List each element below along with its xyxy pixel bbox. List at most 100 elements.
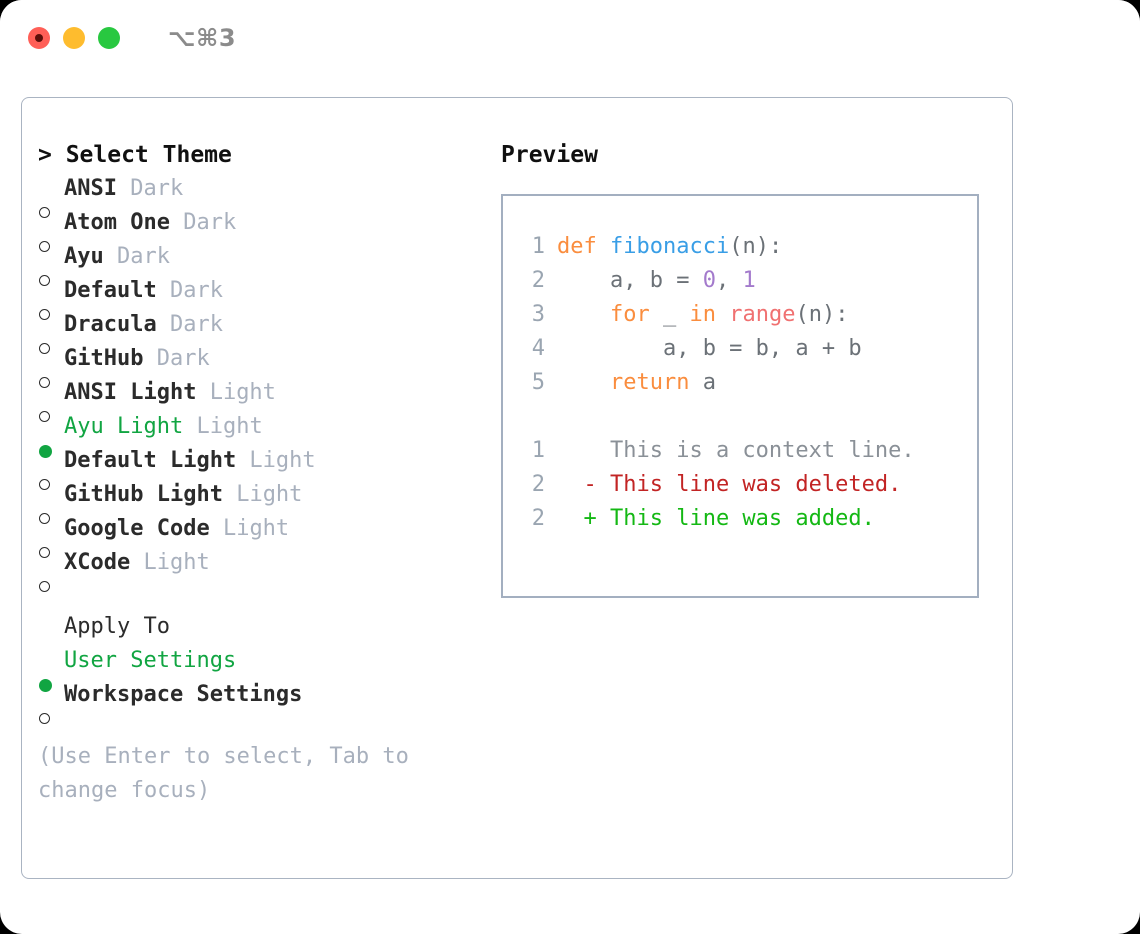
code-diff-separator <box>503 400 977 434</box>
code-line: 3 for _ in range(n): <box>503 298 977 332</box>
line-number: 1 <box>531 234 545 259</box>
code-line-text: a, b = b, a + b <box>557 332 862 366</box>
theme-option-name: GitHub <box>64 346 144 371</box>
code-line: 5 return a <box>503 366 977 400</box>
diff-line: 2 - This line was deleted. <box>503 468 977 502</box>
code-token-plain: (n): <box>729 234 783 259</box>
code-token-fn: fibonacci <box>610 234 730 259</box>
line-number: 2 <box>531 268 545 293</box>
select-theme-header: > Select Theme <box>38 142 232 168</box>
code-line-text: def fibonacci(n): <box>557 230 782 264</box>
apply-to-option-name: User Settings <box>64 648 237 673</box>
theme-option-name: Default Light <box>64 448 237 473</box>
line-number: 4 <box>531 336 545 361</box>
theme-option-google-code[interactable]: Google Code Light <box>38 512 478 558</box>
traffic-light-buttons <box>28 27 120 49</box>
code-token-builtin: range <box>729 302 796 327</box>
line-number: 2 <box>531 472 545 497</box>
theme-option-default[interactable]: Default Dark <box>38 274 478 320</box>
theme-option-kind: Dark <box>156 278 223 303</box>
code-line: 1 def fibonacci(n): <box>503 230 977 264</box>
code-token-plain: a, b = <box>557 268 703 293</box>
zoom-button[interactable] <box>98 27 120 49</box>
code-token-plain: (n): <box>795 302 849 327</box>
theme-option-kind: Dark <box>103 244 170 269</box>
theme-option-name: Dracula <box>64 312 157 337</box>
code-token-num: 0 <box>702 268 716 293</box>
theme-option-xcode[interactable]: XCode Light <box>38 546 478 592</box>
theme-option-kind: Light <box>222 482 303 507</box>
diff-line-text: + This line was added. <box>557 506 875 531</box>
theme-option-name: ANSI Light <box>64 380 197 405</box>
theme-option-kind: Dark <box>169 210 237 235</box>
code-line: 2 a, b = 0, 1 <box>503 264 977 298</box>
diff-sample: 1 This is a context line.2 - This line w… <box>503 434 977 536</box>
theme-option-kind: Dark <box>156 312 223 337</box>
apply-to-option-workspace-settings[interactable]: Workspace Settings <box>38 678 478 724</box>
code-token-kw: for <box>609 302 650 327</box>
code-token-plain: , <box>715 268 743 293</box>
theme-option-kind: Light <box>236 448 316 473</box>
theme-option-name: XCode <box>64 550 131 575</box>
keyboard-hint-text: (Use Enter to select, Tab to change focu… <box>38 744 409 803</box>
theme-option-atom-one[interactable]: Atom One Dark <box>38 206 478 252</box>
theme-option-kind: Dark <box>116 176 184 201</box>
diff-line: 1 This is a context line. <box>503 434 977 468</box>
code-token-plain: _ <box>649 302 690 327</box>
line-number: 3 <box>531 302 545 327</box>
minimize-button[interactable] <box>63 27 85 49</box>
theme-option-github[interactable]: GitHub Dark <box>38 342 478 388</box>
theme-option-name: Ayu <box>64 244 104 269</box>
section-spacer <box>38 580 478 610</box>
line-number: 1 <box>531 438 545 463</box>
theme-option-name: GitHub Light <box>64 482 223 507</box>
code-token-plain <box>716 302 729 327</box>
code-token-kw: return <box>609 370 690 395</box>
theme-option-ansi[interactable]: ANSI Dark <box>38 172 478 218</box>
code-line-text: for _ in range(n): <box>557 298 848 332</box>
code-token-plain: a, b = b, a + b <box>557 336 862 361</box>
line-number: 2 <box>531 506 545 531</box>
theme-option-name: Ayu Light <box>64 414 184 439</box>
code-token-plain <box>597 234 610 259</box>
preview-header: Preview <box>501 142 598 168</box>
theme-option-ayu[interactable]: Ayu Dark <box>38 240 478 286</box>
code-token-plain: a <box>689 370 716 395</box>
apply-to-option-name: Workspace Settings <box>64 682 303 707</box>
code-line-text: a, b = 0, 1 <box>557 264 756 298</box>
code-token-plain <box>557 302 610 327</box>
apply-to-header: Apply To <box>64 614 170 639</box>
code-line-text: return a <box>557 366 716 400</box>
line-number: 5 <box>531 370 545 395</box>
code-token-kw: def <box>557 234 597 259</box>
theme-option-default-light[interactable]: Default Light Light <box>38 444 478 490</box>
diff-line-text: - This line was deleted. <box>557 472 902 497</box>
theme-option-name: ANSI <box>64 176 117 201</box>
theme-option-name: Default <box>64 278 157 303</box>
theme-option-name: Atom One <box>64 210 170 235</box>
diff-line-text: This is a context line. <box>557 438 915 463</box>
diff-line: 2 + This line was added. <box>503 502 977 536</box>
close-button[interactable] <box>28 27 50 49</box>
theme-option-ayu-light[interactable]: Ayu Light Light <box>38 410 478 458</box>
theme-option-ansi-light[interactable]: ANSI Light Light <box>38 376 478 422</box>
theme-option-github-light[interactable]: GitHub Light Light <box>38 478 478 524</box>
theme-option-dracula[interactable]: Dracula Dark <box>38 308 478 354</box>
theme-option-kind: Light <box>196 380 276 405</box>
code-token-kw: in <box>689 302 716 327</box>
code-token-plain <box>557 370 610 395</box>
theme-option-kind: Light <box>130 550 210 575</box>
theme-option-kind: Light <box>209 516 290 541</box>
code-line: 4 a, b = b, a + b <box>503 332 977 366</box>
theme-option-kind: Dark <box>143 346 210 371</box>
apply-to-option-user-settings[interactable]: User Settings <box>38 644 478 692</box>
theme-option-kind: Light <box>183 414 263 439</box>
